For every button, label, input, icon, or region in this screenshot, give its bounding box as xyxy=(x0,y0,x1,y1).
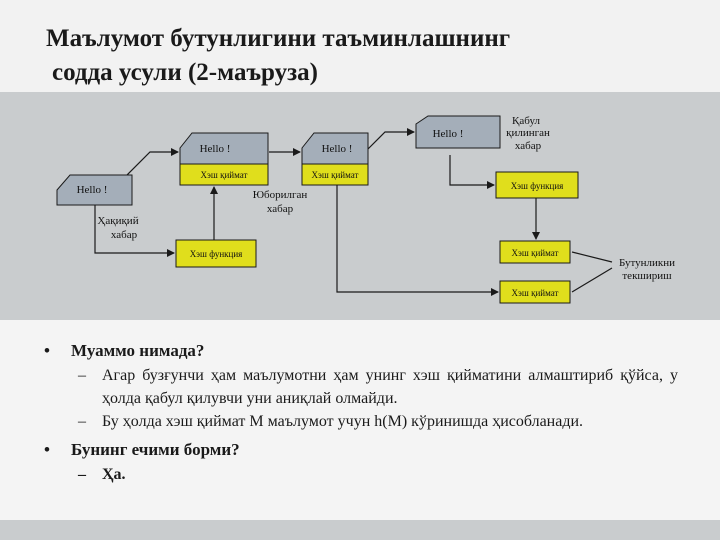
real-message-text: Hello ! xyxy=(77,184,108,196)
arrow-real-to-hash-function xyxy=(94,205,175,257)
received-message-label: Қабул қилинган хабар xyxy=(506,115,550,152)
check-line-bottom xyxy=(571,267,613,293)
received-message-label-line-2: қилинган xyxy=(506,127,550,139)
receiver-hash-function-text: Хэш функция xyxy=(511,181,564,191)
transit-hash-value-text: Хэш қиймат xyxy=(312,170,359,180)
received-message-label-line-1: Қабул xyxy=(512,115,540,127)
bullet-question-2: Бунинг ечими борми? xyxy=(44,437,678,463)
received-message-text: Hello ! xyxy=(433,128,464,140)
received-hash-value-box: Хэш қиймат xyxy=(499,280,571,304)
received-message-label-line-3: хабар xyxy=(515,140,542,152)
bottom-band xyxy=(0,520,720,540)
sent-message-node: Hello ! Хэш қиймат xyxy=(179,132,269,186)
bullet-question-2-sub-1: Ҳа. xyxy=(44,463,678,486)
sender-hash-function-box: Хэш функция xyxy=(175,239,257,268)
sent-message-label-line-2: хабар xyxy=(267,203,294,215)
slide-title-line-2: содда усули (2-маъруза) xyxy=(52,59,319,86)
integrity-check-label-line-2: текшириш xyxy=(622,270,672,282)
arrow-transit-to-received xyxy=(366,128,415,151)
sent-message-text: Hello ! xyxy=(200,143,231,155)
sent-message-label: Юборилган хабар xyxy=(253,189,308,215)
bullet-question-1-sub-1: Агар бузғунчи ҳам маълумотни ҳам унинг х… xyxy=(44,364,678,410)
sent-message-label-line-1: Юборилган xyxy=(253,189,308,201)
title-band xyxy=(0,0,720,92)
integrity-check-label-line-1: Бутунликни xyxy=(619,257,675,269)
hash-integrity-diagram: Hello ! Hello ! Хэш қиймат Hello ! Хэш қ… xyxy=(56,115,675,304)
received-message-node: Hello ! xyxy=(415,115,501,149)
diagram-band xyxy=(0,92,720,320)
arrow-sent-value-to-received-value xyxy=(336,185,499,296)
slide-title-line-1: Маълумот бутунлигини таъминлашнинг xyxy=(46,25,511,52)
slide-title: Маълумот бутунлигини таъминлашнинг содда… xyxy=(46,22,510,90)
received-hash-value-text: Хэш қиймат xyxy=(512,288,559,298)
computed-hash-value-text: Хэш қиймат xyxy=(512,248,559,258)
arrow-real-to-sent xyxy=(125,148,179,177)
bullet-question-1: Муаммо нимада? xyxy=(44,338,678,364)
real-message-label-line-1: Ҳақиқий xyxy=(97,215,138,227)
real-message-label-line-2: хабар xyxy=(111,229,138,241)
arrow-received-to-hash-function xyxy=(449,155,495,189)
real-message-node: Hello ! xyxy=(56,174,133,206)
bullet-list: Муаммо нимада? Агар бузғунчи ҳам маълумо… xyxy=(44,338,678,486)
sent-hash-value-text: Хэш қиймат xyxy=(201,170,248,180)
integrity-check-label: Бутунликни текшириш xyxy=(619,257,675,282)
computed-hash-value-box: Хэш қиймат xyxy=(499,240,571,264)
real-message-label: Ҳақиқий хабар xyxy=(97,215,138,241)
check-line-top xyxy=(571,251,613,263)
transit-message-text: Hello ! xyxy=(322,143,353,155)
bullet-question-1-sub-2: Бу ҳолда хэш қиймат M маълумот учун h(M)… xyxy=(44,410,678,433)
sender-hash-function-text: Хэш функция xyxy=(190,249,243,259)
transit-message-node: Hello ! Хэш қиймат xyxy=(301,132,369,186)
receiver-hash-function-box: Хэш функция xyxy=(495,171,579,199)
